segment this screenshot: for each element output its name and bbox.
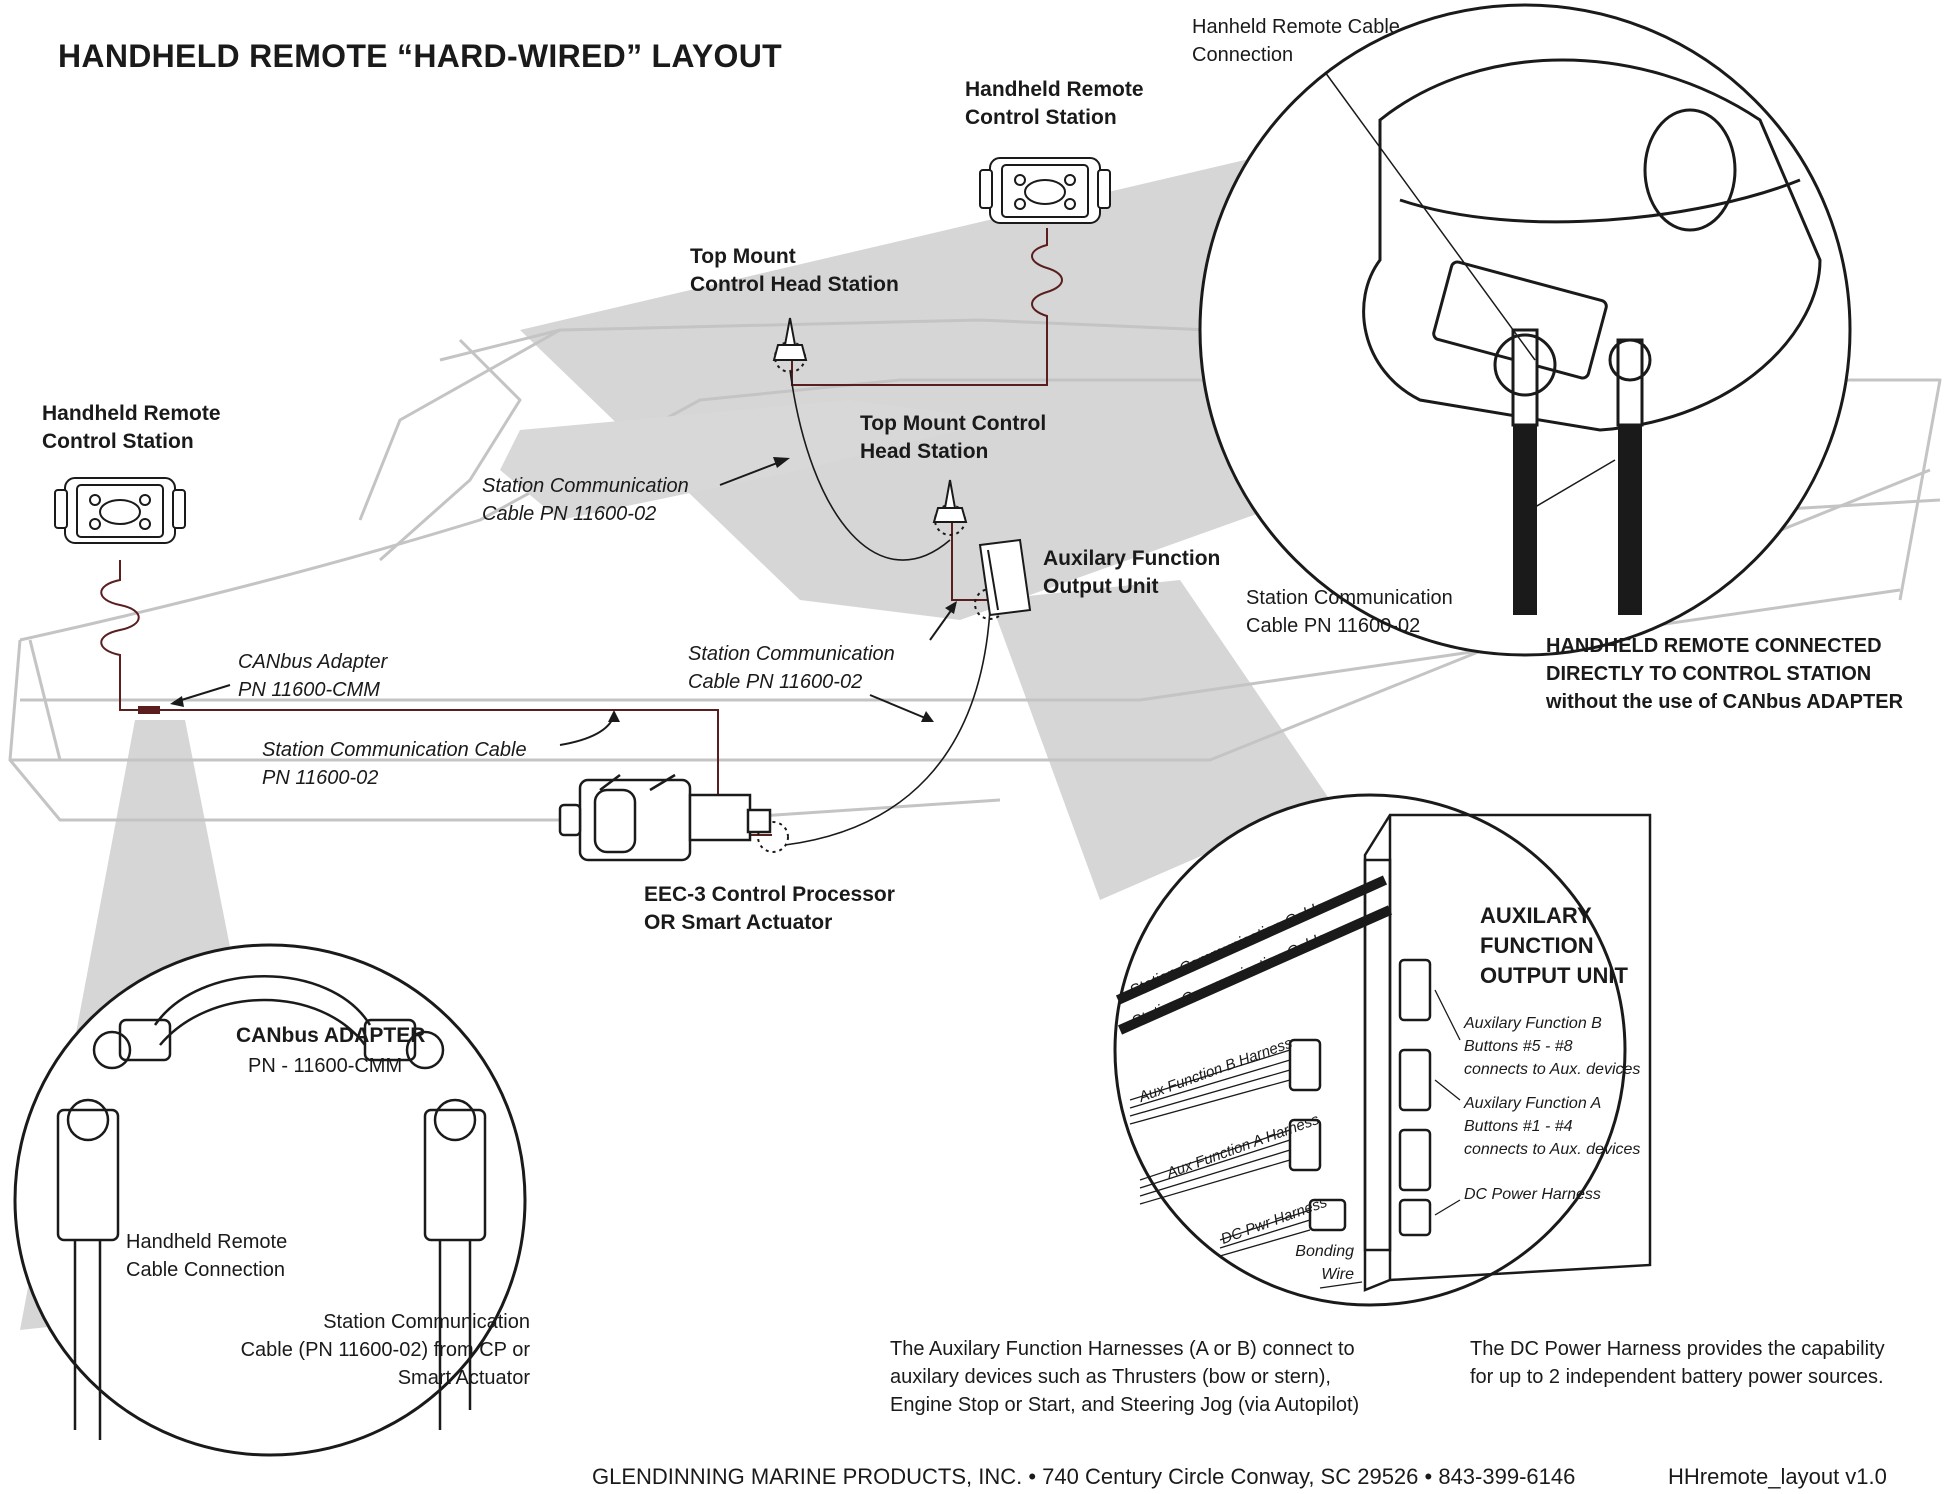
footer-company: GLENDINNING MARINE PRODUCTS, INC. • 740 … <box>592 1464 1576 1489</box>
handheld-remote-left <box>54 477 186 544</box>
canbus-adapter-title: CANbus ADAPTER <box>236 1024 426 1047</box>
footer-version: HHremote_layout v1.0 <box>1668 1464 1887 1489</box>
canbus-adapter-marker <box>138 706 160 714</box>
note-aux-harness: The Auxilary Function Harnesses (A or B)… <box>890 1338 1360 1416</box>
projection-wedge-right <box>990 580 1330 900</box>
windshield <box>500 400 1000 520</box>
control-head-1 <box>772 317 808 361</box>
note-dc-harness: The DC Power Harness provides the capabi… <box>1470 1338 1885 1388</box>
control-processor <box>558 773 772 862</box>
aux-unit-small <box>978 538 1032 617</box>
wiring <box>100 228 1063 836</box>
connection-circle <box>757 821 789 853</box>
canbus-adapter-pn: PN - 11600-CMM <box>248 1055 403 1077</box>
label-dc-power: DC Power Harness <box>1464 1186 1601 1203</box>
page-title: HANDHELD REMOTE “HARD-WIRED” LAYOUT <box>58 38 782 74</box>
aux-inset <box>1113 793 1652 1307</box>
bottom-left-inset <box>13 943 527 1457</box>
top-right-inset <box>1198 3 1852 657</box>
control-head-2 <box>932 479 968 523</box>
comm-cables <box>784 369 991 846</box>
arrowheads <box>170 457 957 722</box>
handheld-remote-top <box>979 157 1111 224</box>
